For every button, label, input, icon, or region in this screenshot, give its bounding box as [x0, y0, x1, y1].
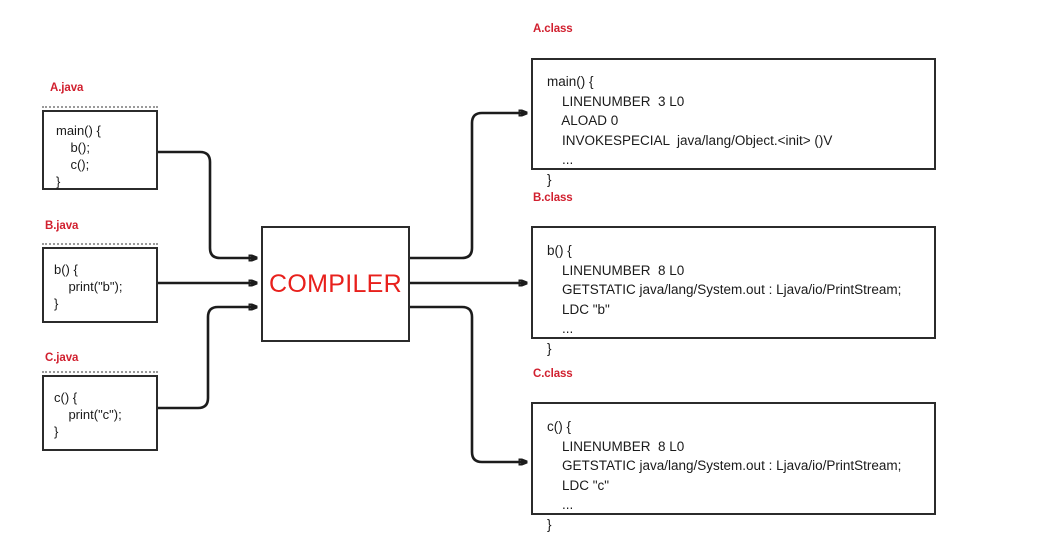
output-box-bclass[interactable]: b() { LINENUMBER 8 L0 GETSTATIC java/lan…: [531, 226, 936, 356]
source-box-bjava[interactable]: b() { print("b"); }: [42, 247, 158, 323]
arrow-cjava-to-compiler: [158, 307, 257, 410]
output-box-aclass[interactable]: main() { LINENUMBER 3 L0 ALOAD 0 INVOKES…: [531, 58, 936, 187]
output-code-cclass: c() { LINENUMBER 8 L0 GETSTATIC java/lan…: [547, 419, 902, 532]
output-label-bclass: B.class: [533, 192, 573, 204]
compiler-label: COMPILER: [269, 269, 402, 298]
arrow-compiler-to-cclass: [410, 305, 527, 462]
source-label-bjava: B.java: [45, 220, 79, 232]
arrow-ajava-to-compiler: [158, 150, 257, 258]
cjava-dotted-edge: [42, 371, 158, 373]
source-box-ajava[interactable]: main() { b(); c(); }: [42, 110, 158, 190]
compiler-box[interactable]: COMPILER: [261, 226, 410, 342]
bjava-dotted-edge: [42, 243, 158, 245]
ajava-dotted-edge: [42, 106, 158, 108]
source-code-cjava: c() { print("c"); }: [54, 390, 122, 439]
source-label-cjava: C.java: [45, 352, 79, 364]
arrow-compiler-to-aclass: [410, 113, 527, 260]
output-code-aclass: main() { LINENUMBER 3 L0 ALOAD 0 INVOKES…: [547, 74, 833, 187]
source-code-bjava: b() { print("b"); }: [54, 262, 123, 311]
output-label-aclass: A.class: [533, 23, 573, 35]
output-box-cclass[interactable]: c() { LINENUMBER 8 L0 GETSTATIC java/lan…: [531, 402, 936, 532]
source-code-ajava: main() { b(); c(); }: [56, 123, 101, 189]
source-label-ajava: A.java: [50, 82, 84, 94]
output-label-cclass: C.class: [533, 368, 573, 380]
output-code-bclass: b() { LINENUMBER 8 L0 GETSTATIC java/lan…: [547, 243, 902, 356]
source-box-cjava[interactable]: c() { print("c"); }: [42, 375, 158, 451]
